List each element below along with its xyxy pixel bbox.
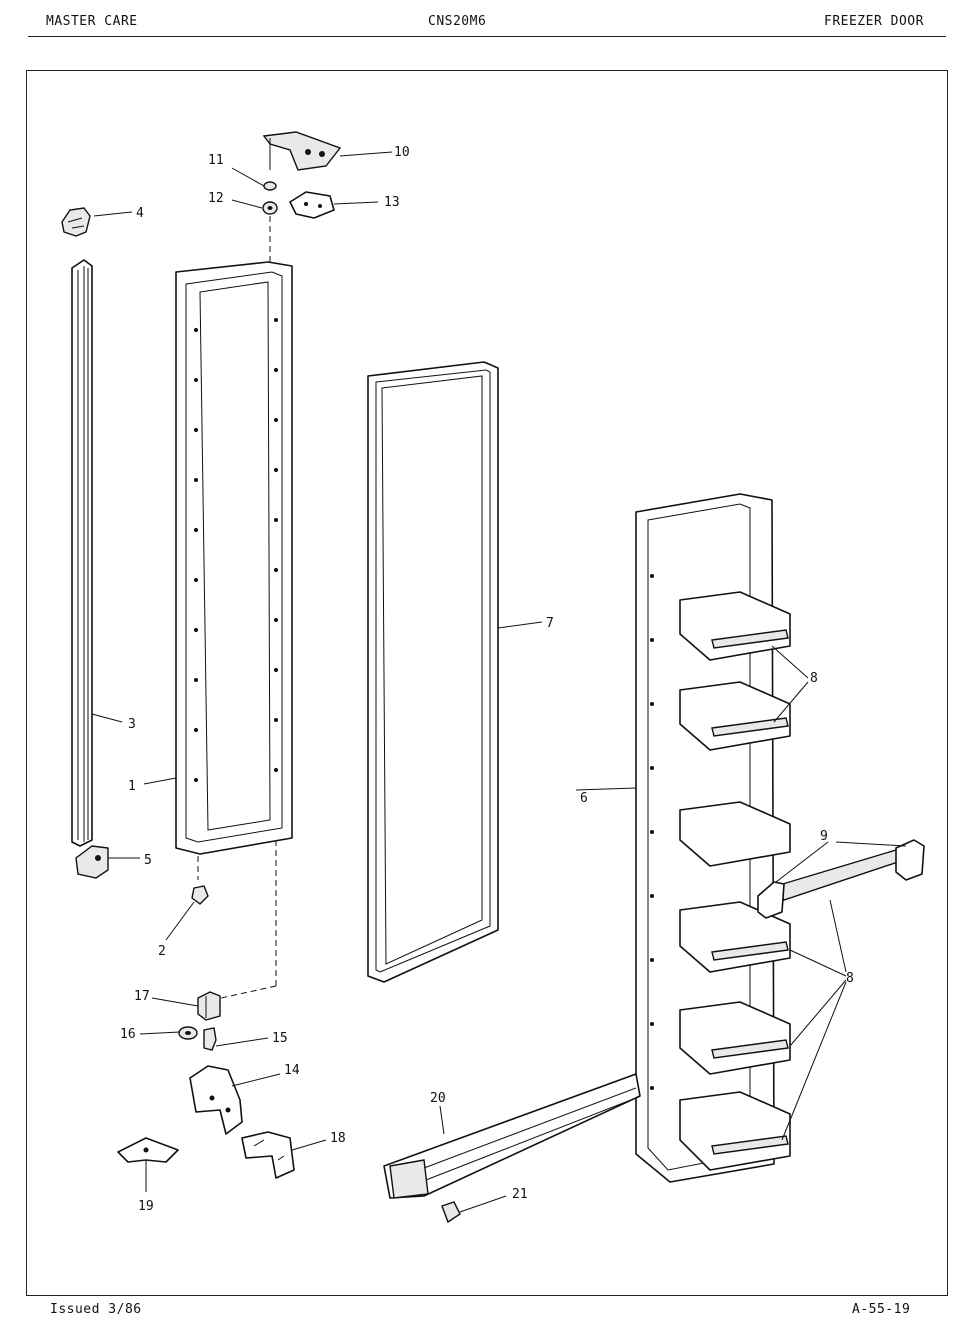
part-4-bracket xyxy=(61,207,91,237)
part-20-door-rail xyxy=(383,1073,641,1199)
part-11-washer xyxy=(263,181,277,191)
part-6-shelf-bins xyxy=(679,591,791,1171)
footer-page-code: A-55-19 xyxy=(852,1302,911,1317)
callout-20: 20 xyxy=(430,1091,446,1106)
callout-19: 19 xyxy=(138,1199,154,1214)
callout-6: 6 xyxy=(580,791,588,806)
part-6-screw-holes xyxy=(650,574,654,1090)
part-21-clip xyxy=(441,1201,461,1224)
part-9-end-caps-and-bar xyxy=(757,839,925,919)
callout-5: 5 xyxy=(144,853,152,868)
callout-14: 14 xyxy=(284,1063,300,1078)
part-5-bracket xyxy=(75,845,109,879)
part-17-cam xyxy=(197,991,221,1021)
callout-21: 21 xyxy=(512,1187,528,1202)
part-2-bushing xyxy=(191,885,209,905)
part-10-top-hinge xyxy=(262,131,342,171)
footer-issued-date: Issued 3/86 xyxy=(50,1302,142,1317)
part-16-washer xyxy=(178,1026,198,1040)
callout-7: 7 xyxy=(546,616,554,631)
callout-11: 11 xyxy=(208,153,224,168)
callout-12: 12 xyxy=(208,191,224,206)
part-3-gasket-strip xyxy=(71,259,93,847)
header-model-number: CNS20M6 xyxy=(428,14,487,29)
callout-17: 17 xyxy=(134,989,150,1004)
callout-18: 18 xyxy=(330,1131,346,1146)
part-18-bracket xyxy=(241,1131,295,1179)
callout-15: 15 xyxy=(272,1031,288,1046)
callout-13: 13 xyxy=(384,195,400,210)
part-13-shim-plate xyxy=(289,191,335,219)
header-rule xyxy=(28,36,946,37)
callout-4: 4 xyxy=(136,206,144,221)
part-8-shelf-bars xyxy=(711,629,789,1155)
diagram-frame xyxy=(26,70,948,1296)
part-19-cover-plate xyxy=(117,1137,179,1163)
part-14-bottom-hinge xyxy=(189,1065,243,1135)
header-model-family: MASTER CARE xyxy=(46,14,138,29)
callout-9: 9 xyxy=(820,829,828,844)
callout-8-upper: 8 xyxy=(810,671,818,686)
part-12-bushing xyxy=(262,201,278,215)
callout-3: 3 xyxy=(128,717,136,732)
header-section-title: FREEZER DOOR xyxy=(824,14,924,29)
part-15-hinge-pin xyxy=(203,1027,217,1051)
part-1-screw-holes xyxy=(194,318,278,782)
callout-16: 16 xyxy=(120,1027,136,1042)
part-7-door-gasket xyxy=(367,361,499,983)
leader-lines xyxy=(91,151,907,1213)
callout-10: 10 xyxy=(394,145,410,160)
callout-8-lower: 8 xyxy=(846,971,854,986)
part-1-door-liner-frame xyxy=(175,261,293,855)
part-6-door-liner xyxy=(635,493,791,1183)
callout-1: 1 xyxy=(128,779,136,794)
callout-2: 2 xyxy=(158,944,166,959)
